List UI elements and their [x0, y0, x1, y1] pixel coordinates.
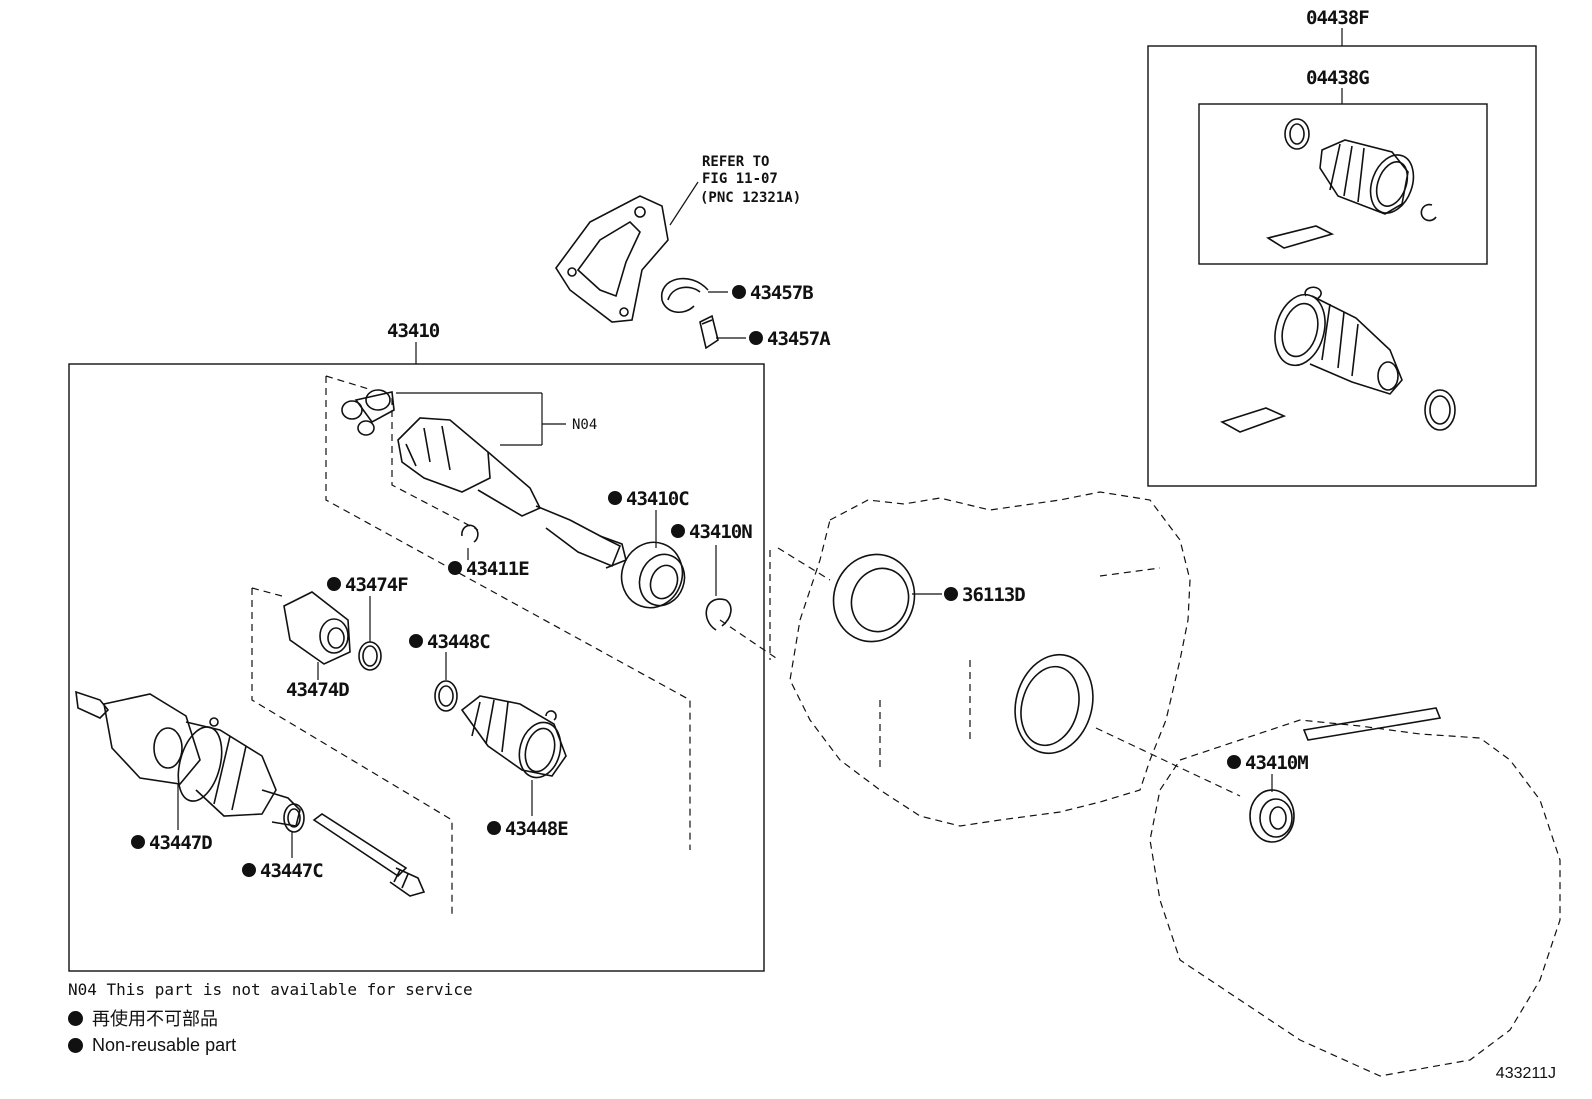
right-case-outline — [1149, 719, 1561, 1077]
non-reusable-dot — [608, 491, 622, 505]
snap-ring-43457B-icon — [661, 277, 709, 313]
label-N04: N04 — [572, 417, 597, 433]
non-reusable-dot — [1227, 755, 1241, 769]
oil-seal-36113D-icon — [832, 553, 916, 643]
non-reusable-dot — [749, 331, 763, 345]
bearing-43410C-icon — [620, 541, 686, 609]
assembly-box — [68, 363, 765, 972]
clamp-43447C-icon — [283, 803, 305, 833]
inner-boot-icon — [1265, 118, 1437, 249]
kit-outer-box — [1147, 45, 1537, 487]
non-reusable-dot — [671, 524, 685, 538]
outer-boot-icon — [1219, 286, 1456, 433]
oil-seal-43410M-icon — [1249, 789, 1295, 843]
transaxle-case-group: 36113D — [777, 491, 1241, 827]
legend-text-ja: 再使用不可部品 — [92, 1009, 218, 1029]
clamp-43448C-icon — [434, 680, 458, 712]
label-04438G[interactable]: 04438G — [1306, 67, 1370, 89]
bracket-icon — [555, 195, 669, 323]
label-43410M[interactable]: 43410M — [1245, 752, 1309, 774]
non-reusable-dot — [409, 634, 423, 648]
figure-code: 433211J — [1495, 1065, 1556, 1082]
label-43448E[interactable]: 43448E — [505, 818, 569, 840]
case-bore-icon — [1014, 653, 1094, 755]
clamp-43474F-icon — [358, 641, 382, 671]
refer-text-1: REFER TO — [702, 154, 769, 170]
label-43448C[interactable]: 43448C — [427, 631, 491, 653]
kit-inner-box — [1198, 103, 1488, 265]
label-43410[interactable]: 43410 — [387, 320, 441, 342]
snap-ring-43411E-icon — [461, 524, 479, 543]
right-case-group: 43410M — [1149, 707, 1561, 1077]
non-reusable-dot — [131, 835, 145, 849]
driveshaft-assembly-group: 43410 N04 43410C — [68, 320, 777, 972]
label-43410N[interactable]: 43410N — [689, 521, 753, 543]
refer-text-2: FIG 11-07 — [702, 171, 778, 187]
legend-note-n04: N04 This part is not available for servi… — [68, 980, 473, 999]
label-43474D[interactable]: 43474D — [286, 679, 350, 701]
label-43410C[interactable]: 43410C — [626, 488, 690, 510]
label-04438F[interactable]: 04438F — [1306, 7, 1370, 29]
label-43474F[interactable]: 43474F — [345, 574, 409, 596]
boot-kit-group: 04438F 04438G — [1147, 7, 1537, 487]
legend: N04 This part is not available for servi… — [68, 980, 473, 1056]
label-43447C[interactable]: 43447C — [260, 860, 324, 882]
label-43457B[interactable]: 43457B — [750, 282, 814, 304]
inboard-dashed-outline — [325, 375, 691, 850]
shaft-icon — [312, 813, 426, 897]
label-43447D[interactable]: 43447D — [149, 832, 213, 854]
legend-dot-icon — [68, 1010, 83, 1026]
label-43411E[interactable]: 43411E — [466, 558, 530, 580]
legend-dot-icon — [68, 1038, 83, 1053]
transaxle-case-outline — [789, 491, 1191, 827]
outboard-joint-icon — [75, 690, 301, 827]
label-36113D[interactable]: 36113D — [962, 584, 1026, 606]
damper-43474D-icon — [283, 591, 351, 665]
non-reusable-dot — [327, 577, 341, 591]
snap-ring-43410N-icon — [705, 598, 732, 631]
bolt-43457A-icon — [699, 314, 719, 350]
shaft-dashed-outline — [251, 587, 453, 914]
non-reusable-dot — [242, 863, 256, 877]
legend-row-en: Non-reusable part — [68, 1035, 473, 1056]
non-reusable-dot — [487, 821, 501, 835]
non-reusable-dot — [448, 561, 462, 575]
refer-text-3: (PNC 12321A) — [700, 190, 801, 206]
inboard-joint-icon — [341, 389, 627, 569]
legend-text-en: Non-reusable part — [92, 1035, 237, 1055]
bracket-group: REFER TO FIG 11-07 (PNC 12321A) 43457B 4… — [555, 154, 832, 350]
non-reusable-dot — [944, 587, 958, 601]
non-reusable-dot — [732, 285, 746, 299]
legend-row-ja: 再使用不可部品 — [68, 1005, 473, 1031]
label-43457A[interactable]: 43457A — [767, 328, 832, 350]
boot-43448E-icon — [460, 695, 567, 779]
